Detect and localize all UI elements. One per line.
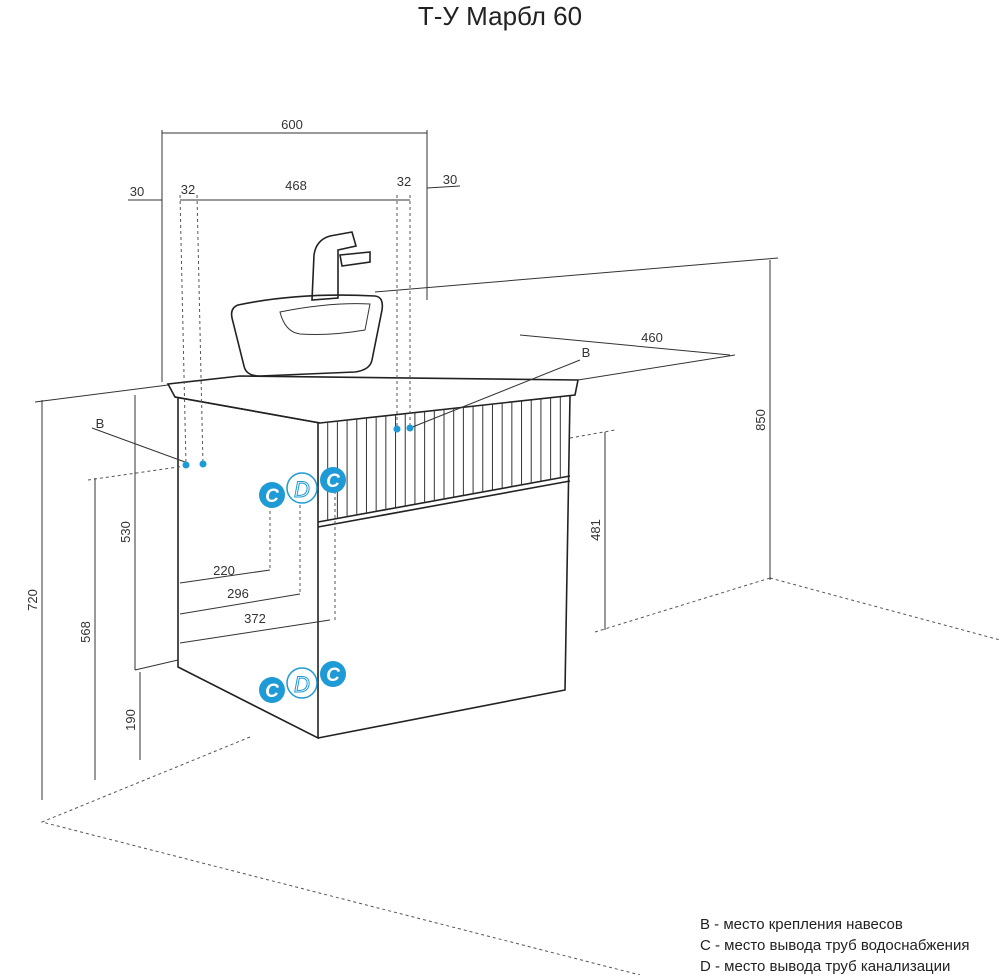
legend-item-b: В - место крепления навесов [700,916,903,933]
dim-190: 190 [123,709,138,731]
dim-568: 568 [78,621,93,643]
floor-outline [40,577,1000,975]
dim-481: 481 [588,519,603,541]
dim-720: 720 [25,589,40,611]
dim-372: 372 [244,611,266,626]
dimension-lines [41,132,771,800]
dim-600: 600 [281,117,303,132]
legend: В - место крепления навесов С - место вы… [700,914,969,977]
svg-text:D: D [294,672,310,697]
dim-530: 530 [118,521,133,543]
svg-text:C: C [265,681,279,702]
wall-lines [34,130,779,403]
dim-30-left: 30 [130,184,144,199]
legend-item-d: D - место вывода труб канализации [700,958,951,975]
faucet [311,231,371,301]
dim-32-right: 32 [397,174,411,189]
dim-30-right: 30 [443,172,457,187]
mount-point-marker [406,424,414,432]
svg-text:C: C [326,471,340,492]
svg-text:C: C [265,486,279,507]
svg-text:D: D [294,477,310,502]
mount-point-marker [199,460,207,468]
label-b-left: B [96,416,105,431]
legend-item-c: С - место вывода труб водоснабжения [700,937,970,954]
pipe-markers-lower: C D C [259,661,346,703]
dim-220: 220 [213,563,235,578]
mount-point-marker [393,425,401,433]
label-b-right: B [582,345,591,360]
dim-32-left: 32 [181,182,195,197]
dim-460: 460 [641,330,663,345]
svg-text:C: C [326,665,340,686]
page-title: Т-У Марбл 60 [417,1,583,31]
dim-468: 468 [285,178,307,193]
dim-296: 296 [227,586,249,601]
fluted-panel [327,397,561,521]
washbasin [230,294,384,377]
cabinet [166,375,579,740]
mount-point-marker [182,461,190,469]
pipe-markers-upper: C D C [259,467,346,508]
dim-850: 850 [753,409,768,431]
